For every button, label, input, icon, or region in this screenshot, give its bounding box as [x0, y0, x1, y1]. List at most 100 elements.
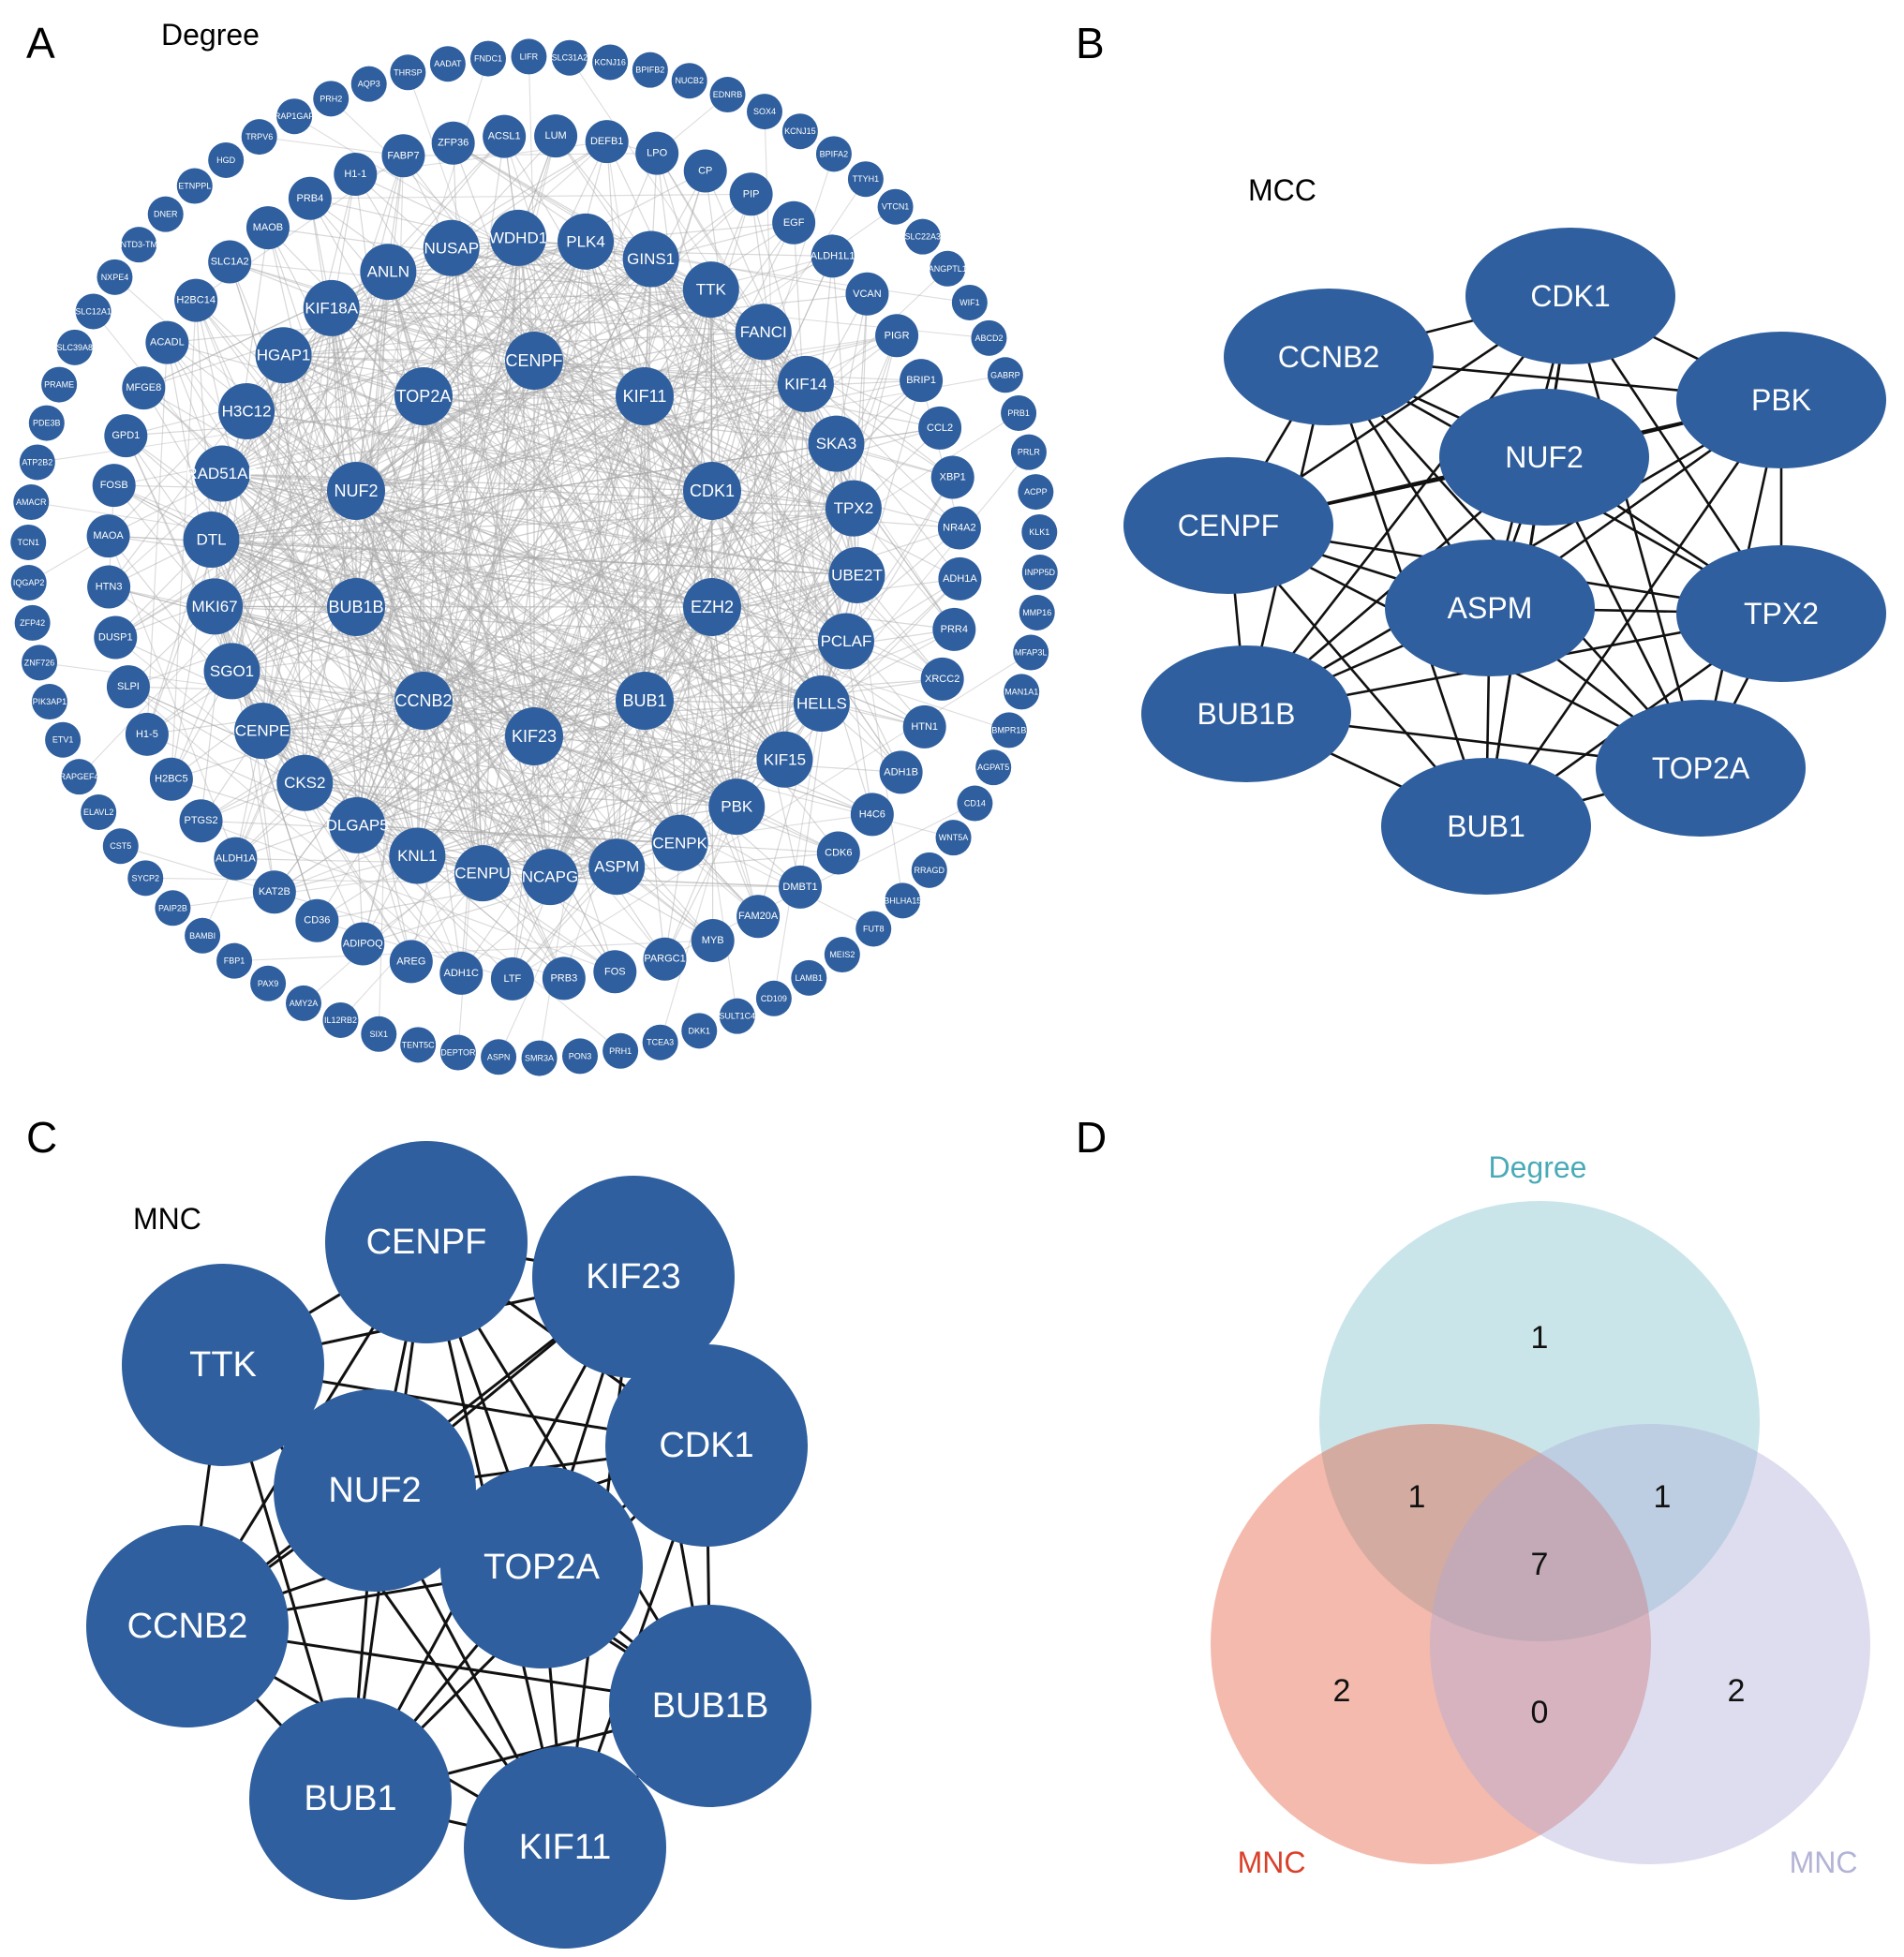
gene-node-gabrp: GABRP: [987, 357, 1023, 393]
node-shape: [904, 218, 941, 255]
node-shape: [10, 524, 47, 560]
network-edge: [355, 606, 617, 867]
gene-node-fam20a: FAM20A: [736, 895, 781, 939]
gene-node-dusp1: DUSP1: [94, 615, 138, 660]
network-edge: [231, 490, 713, 673]
node-label: SLC39A8: [57, 343, 94, 352]
node-shape: [930, 250, 966, 287]
gene-node-amacr: AMACR: [13, 484, 50, 521]
node-label: ZNF726: [24, 658, 55, 667]
network-edge: [261, 606, 713, 732]
node-label: FUT8: [863, 924, 885, 933]
node-label: TPX2: [1744, 597, 1819, 630]
network-edge: [644, 443, 837, 702]
node-label: FAM20A: [738, 911, 779, 922]
node-label: INPP5D: [1024, 568, 1055, 577]
network-edge: [423, 395, 483, 874]
node-shape: [303, 279, 360, 336]
node-shape: [815, 136, 852, 172]
node-shape: [1381, 758, 1591, 895]
node-label: TCN1: [17, 538, 39, 547]
node-label: NUF2: [1505, 440, 1584, 474]
gene-node-h2bc14: H2BC14: [174, 278, 218, 322]
node-shape: [145, 320, 189, 364]
node-shape: [249, 1698, 452, 1900]
node-label: ALDH1L1: [811, 250, 855, 261]
gene-node-aspn: ASPN: [481, 1039, 517, 1075]
gene-node-bpifb2: BPIFB2: [632, 52, 668, 88]
gene-node-prb3: PRB3: [542, 956, 586, 1001]
node-shape: [285, 985, 321, 1021]
venn-count-degree-mnc-left: 1: [1408, 1479, 1426, 1515]
node-shape: [56, 329, 93, 365]
gene-node-nr4a2: NR4A2: [937, 506, 981, 550]
gene-node-cks2: CKS2: [276, 754, 334, 811]
node-label: PARGC1: [644, 954, 685, 965]
node-shape: [756, 731, 813, 788]
network-edge: [214, 395, 424, 607]
gene-node-lamb1: LAMB1: [791, 959, 827, 996]
node-shape: [92, 464, 136, 508]
network-edge: [245, 410, 646, 702]
node-shape: [1465, 228, 1675, 364]
network-edge: [853, 335, 898, 509]
gene-node-ttk: TTK: [122, 1264, 324, 1466]
network-edge: [644, 395, 823, 704]
node-shape: [900, 359, 944, 403]
node-shape: [194, 445, 251, 502]
node-shape: [325, 1141, 528, 1343]
venn-label-mnc-left: MNC: [1238, 1846, 1306, 1879]
network-edge: [355, 606, 714, 941]
node-label: ATP2B2: [22, 457, 52, 467]
network-edge: [261, 730, 680, 844]
network-edge: [143, 241, 587, 389]
network-edge: [533, 395, 646, 737]
node-label: FOS: [604, 966, 626, 977]
gene-node-pargc1: PARGC1: [643, 937, 687, 981]
gene-node-myb: MYB: [691, 918, 735, 962]
gene-node-fosb: FOSB: [92, 464, 136, 508]
network-edge: [764, 111, 785, 760]
gene-node-plk4: PLK4: [558, 213, 615, 270]
network-edge: [120, 845, 564, 979]
gene-node-pigr: PIGR: [875, 314, 919, 358]
node-shape: [1010, 434, 1047, 470]
node-shape: [106, 665, 150, 709]
network-edge: [362, 135, 557, 944]
gene-node-zfp42: ZFP42: [14, 604, 51, 641]
gene-node-cdk1: CDK1: [683, 462, 741, 520]
panel-b-title: MCC: [1248, 173, 1316, 207]
node-label: TOP2A: [483, 1548, 601, 1587]
gene-node-wdhd1: WDHD1: [489, 209, 547, 266]
node-shape: [736, 895, 781, 939]
node-shape: [772, 200, 816, 245]
node-label: ETV1: [52, 735, 74, 745]
node-label: KIF15: [764, 750, 806, 768]
network-edge: [114, 276, 357, 492]
network-edge: [423, 700, 462, 973]
node-shape: [1224, 289, 1434, 425]
network-edge: [356, 272, 389, 825]
gene-node-areg: AREG: [389, 940, 433, 984]
gene-node-etv1: ETV1: [45, 721, 82, 758]
network-edge: [114, 490, 357, 638]
network-edge: [416, 237, 519, 856]
gene-node-nuf2: NUF2: [274, 1389, 476, 1592]
node-shape: [850, 793, 894, 837]
node-shape: [276, 98, 313, 135]
network-edge: [423, 153, 658, 702]
gene-node-iqgap2: IQGAP2: [10, 565, 47, 601]
node-shape: [585, 120, 629, 164]
node-label: MMP16: [1022, 608, 1051, 617]
network-edge: [245, 410, 713, 492]
panel-d-venn-diagram: D Degree MNC MNC 1 1 1 7 2 0 2: [1076, 1113, 1870, 1879]
gene-node-sgo1: SGO1: [203, 643, 260, 700]
gene-node-cenpf: CENPF: [505, 332, 563, 390]
gene-node-inpp5d: INPP5D: [1021, 555, 1058, 591]
node-label: CENPF: [1178, 509, 1279, 542]
node-shape: [1141, 645, 1351, 782]
network-edge: [126, 395, 646, 437]
node-shape: [551, 39, 588, 76]
gene-node-etnppl: ETNPPL: [176, 168, 213, 204]
node-label: LPO: [647, 148, 667, 159]
